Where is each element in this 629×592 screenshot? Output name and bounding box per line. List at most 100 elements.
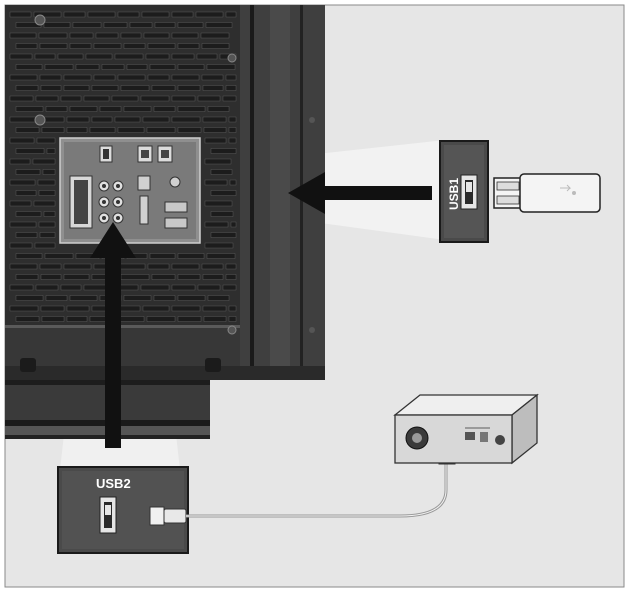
vent-slot (206, 64, 236, 70)
vent-slot (147, 43, 176, 49)
vent-slot (87, 11, 116, 18)
vent-slot (153, 106, 176, 112)
vent-slot (228, 305, 237, 312)
vent-slot (38, 221, 56, 228)
vent-slot (9, 32, 37, 39)
vent-slot (228, 116, 237, 123)
vent-slot (43, 22, 71, 28)
vent-slot (201, 43, 230, 49)
vent-slot (207, 106, 230, 112)
screw (227, 53, 237, 63)
vent-slot (120, 274, 150, 280)
vent-slot (33, 200, 56, 207)
vent-slot (93, 43, 122, 49)
vent-slot (83, 95, 110, 102)
vent-slot (41, 127, 65, 133)
vent-slot (95, 32, 119, 39)
vent-slot (36, 137, 56, 144)
vent-slot (177, 295, 206, 301)
vent-slot (15, 190, 37, 196)
vent-slot (147, 263, 170, 270)
usb-cable-icon (149, 439, 456, 526)
vent-slot (85, 53, 113, 60)
vent-slot (225, 74, 237, 81)
screw (34, 14, 46, 26)
vent-slot (15, 148, 45, 154)
vent-slot (204, 242, 234, 249)
vent-grille (9, 11, 237, 322)
vent-slot (204, 200, 233, 207)
vent-slot (206, 253, 236, 259)
vent-slot (41, 316, 65, 322)
vent-slot (69, 106, 98, 112)
vent-slot (151, 85, 176, 91)
vent-slot (146, 127, 176, 133)
vent-slot (143, 32, 170, 39)
vent-slot (63, 263, 92, 270)
vent-slot (222, 95, 237, 102)
vent-slot (225, 274, 237, 280)
arrow-up-icon (90, 222, 136, 448)
vent-slot (46, 148, 56, 154)
vent-slot (210, 211, 234, 217)
vent-slot (202, 116, 227, 123)
vent-slot (15, 169, 41, 175)
vent-slot (201, 263, 224, 270)
av-jacks (98, 180, 124, 224)
vent-slot (63, 74, 92, 81)
vent-slot (145, 53, 170, 60)
vent-slot (66, 127, 88, 133)
vent-slot (140, 284, 170, 291)
vent-slot (203, 316, 227, 322)
vent-slot (103, 22, 128, 28)
vent-slot (93, 74, 116, 81)
vent-slot (210, 148, 237, 154)
vent-slot (39, 74, 62, 81)
vent-slot (9, 74, 38, 81)
vent-slot (15, 64, 43, 70)
vent-slot (38, 190, 56, 196)
vent-slot (205, 22, 233, 28)
vent-slot (117, 263, 146, 270)
vent-slot (45, 106, 68, 112)
vent-slot (15, 127, 40, 133)
vent-slot (210, 190, 237, 196)
usb1-label: USB1 (447, 178, 461, 210)
vent-slot (33, 11, 62, 18)
vent-slot (9, 137, 35, 144)
vent-slot (204, 158, 232, 165)
vent-slot (146, 316, 176, 322)
vent-slot (171, 53, 195, 60)
external-hard-drive-icon (393, 393, 539, 465)
vent-slot (9, 221, 37, 228)
vent-slot (195, 11, 224, 18)
vent-slot (89, 127, 116, 133)
vent-slot (171, 305, 201, 312)
vent-slot (210, 169, 233, 175)
vent-slot (111, 95, 139, 102)
vent-slot (177, 274, 201, 280)
vent-slot (9, 263, 38, 270)
vent-slot (9, 200, 32, 207)
vent-slot (34, 53, 56, 60)
screw (309, 327, 315, 333)
vent-slot (126, 64, 148, 70)
vent-slot (177, 253, 205, 259)
vent-slot (177, 64, 205, 70)
vent-slot (202, 85, 224, 91)
vent-slot (123, 43, 146, 49)
vent-slot (117, 11, 140, 18)
usb2-label: USB2 (96, 476, 131, 491)
vent-slot (197, 284, 221, 291)
vent-slot (9, 53, 33, 60)
vent-slot (15, 43, 38, 49)
vent-slot (230, 221, 237, 228)
vent-slot (222, 284, 237, 291)
vent-slot (171, 11, 194, 18)
arrow-left-icon (288, 172, 432, 214)
vent-slot (177, 85, 201, 91)
vent-slot (201, 74, 224, 81)
vent-slot (149, 64, 176, 70)
